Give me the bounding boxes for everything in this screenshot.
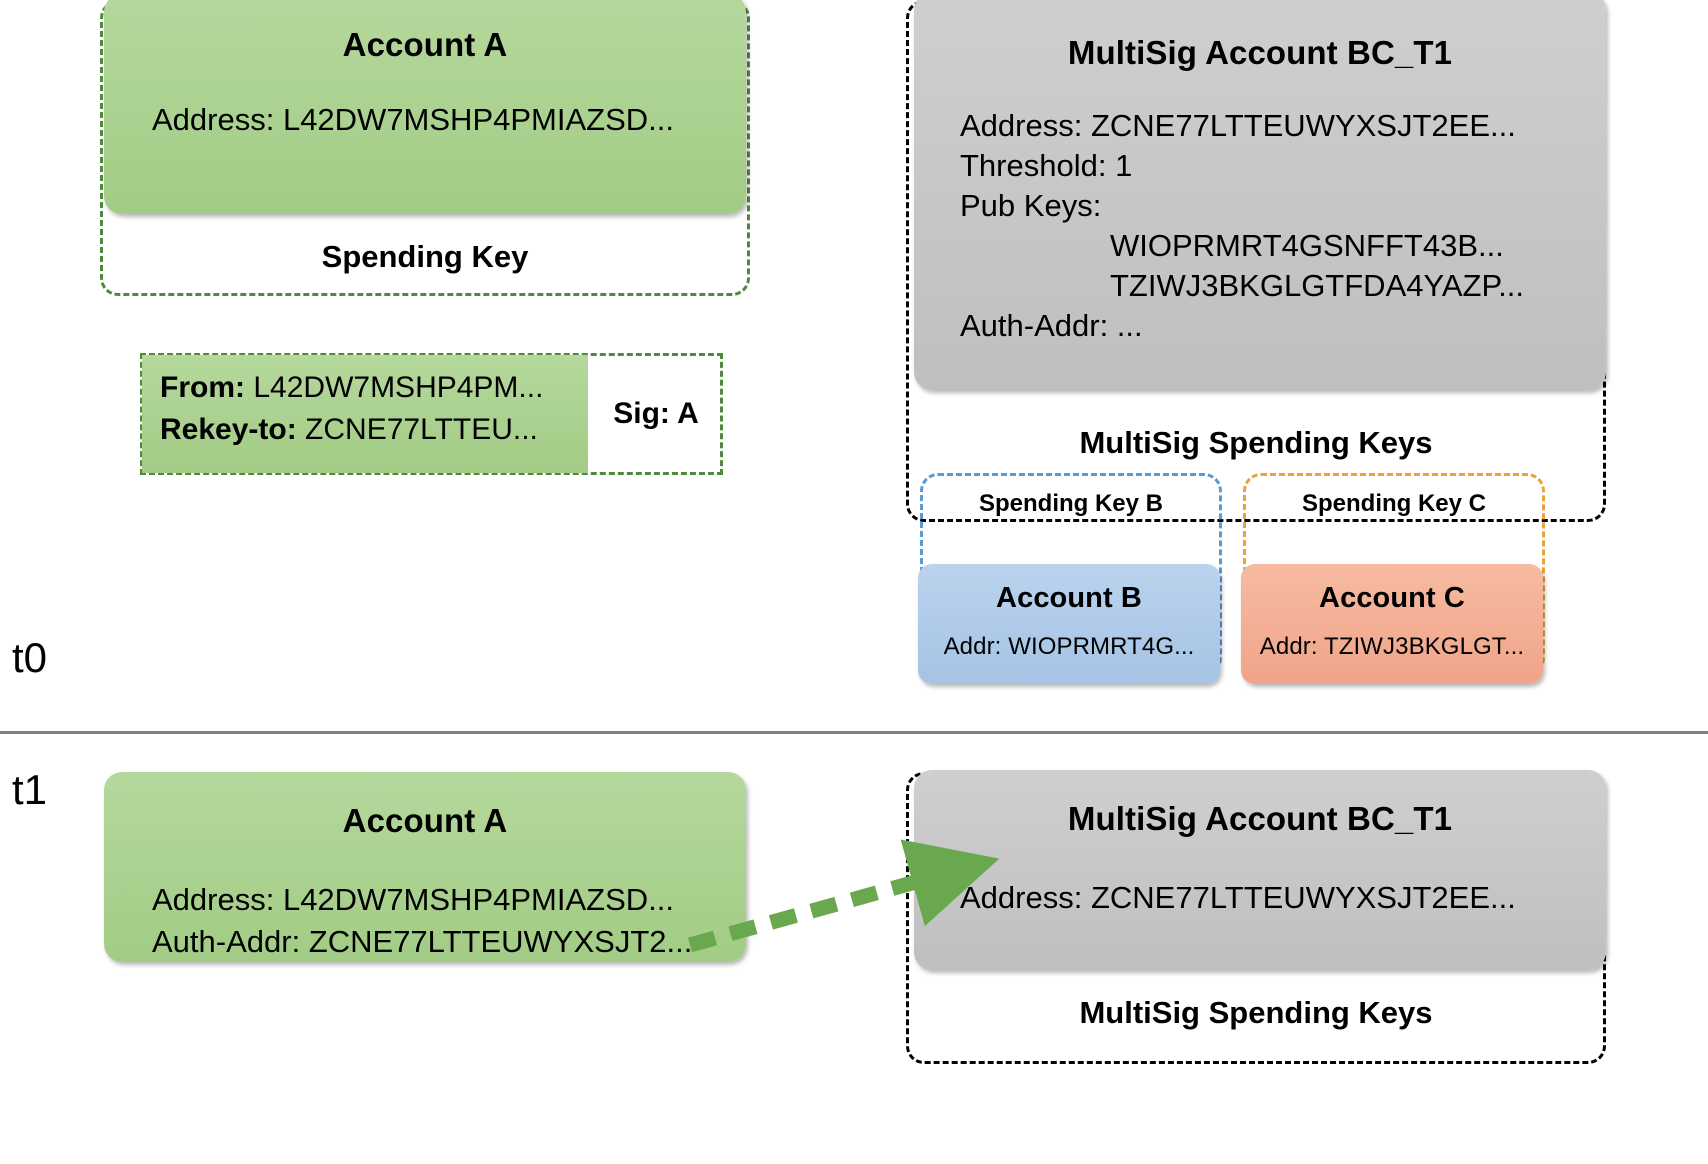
account-a-auth-addr-t1: Auth-Addr: ZCNE77LTTEUWYXSJT2... [152,924,693,959]
multisig-account-card-t0: MultiSig Account BC_T1 Address: ZCNE77LT… [914,0,1606,390]
account-a-card-t0: Account A Address: L42DW7MSHP4PMIAZSD... [104,0,746,214]
transaction-from-value-t0: L42DW7MSHP4PM... [253,371,544,404]
timeline-label-t0: t0 [12,634,48,681]
multisig-title-t0: MultiSig Account BC_T1 [1067,34,1453,71]
account-c-card-t0: Account C Addr: TZIWJ3BKGLGT... [1241,564,1543,684]
multisig-account-card-t1: MultiSig Account BC_T1 Address: ZCNE77LT… [914,770,1606,970]
transaction-body-t0: From: L42DW7MSHP4PM... Rekey-to: ZCNE77L… [142,355,588,473]
transaction-rekey-label-t0: Rekey-to: [160,413,297,446]
transaction-sig-label-t0: Sig: A [613,397,699,430]
multisig-spending-keys-label-t0: MultiSig Spending Keys [1079,425,1433,460]
account-a-title-t1: Account A [342,802,508,839]
transaction-signature-wrapper-t0 [140,353,723,475]
account-a-address-t1: Address: L42DW7MSHP4PMIAZSD... [152,882,674,917]
multisig-threshold-t0: Threshold: 1 [960,148,1133,183]
multisig-pubkeys-label-t0: Pub Keys: [960,188,1102,223]
account-c-title-t0: Account C [1319,582,1465,614]
account-b-card-t0: Account B Addr: WIOPRMRT4G... [918,564,1220,684]
account-a-card-t1: Account A Address: L42DW7MSHP4PMIAZSD...… [104,772,746,962]
spending-key-b-label-t0: Spending Key B [978,490,1164,517]
timeline-divider [0,731,1708,734]
spending-key-c-label-t0: Spending Key C [1301,490,1487,517]
account-a-address-t0: Address: L42DW7MSHP4PMIAZSD... [152,102,674,137]
multisig-title-t1: MultiSig Account BC_T1 [1067,800,1453,837]
account-c-address-t0: Addr: TZIWJ3BKGLGT... [1259,633,1525,660]
account-a-title-t0: Account A [342,26,508,63]
multisig-pubkey-0-t0: WIOPRMRT4GSNFFT43B... [1110,228,1504,263]
transaction-rekey-line-t0: Rekey-to: ZCNE77LTTEU... [160,413,588,447]
multisig-address-t0: Address: ZCNE77LTTEUWYXSJT2EE... [960,108,1516,143]
transaction-from-line-t0: From: L42DW7MSHP4PM... [160,371,588,405]
transaction-from-label-t0: From: [160,371,245,404]
account-b-title-t0: Account B [996,582,1142,614]
account-b-address-t0: Addr: WIOPRMRT4G... [943,633,1195,660]
multisig-spending-keys-label-t1: MultiSig Spending Keys [1079,995,1433,1030]
multisig-address-t1: Address: ZCNE77LTTEUWYXSJT2EE... [960,880,1516,915]
timeline-label-t1: t1 [12,766,48,813]
multisig-auth-addr-t0: Auth-Addr: ... [960,308,1143,343]
transaction-rekey-value-t0: ZCNE77LTTEU... [305,413,538,446]
spending-key-a-label-t0: Spending Key [321,239,529,274]
multisig-pubkey-1-t0: TZIWJ3BKGLGTFDA4YAZP... [1110,268,1524,303]
